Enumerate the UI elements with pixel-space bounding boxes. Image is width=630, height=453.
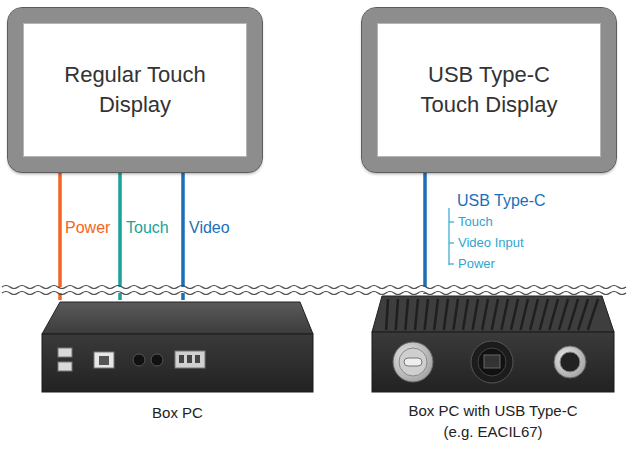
fin (434, 299, 438, 330)
fin (501, 299, 508, 330)
fin (473, 299, 478, 330)
device-label: Box PC with USB Type-C (e.g. EACIL67) (393, 400, 593, 442)
fin (540, 299, 548, 330)
break-wave (2, 286, 626, 289)
fin (521, 299, 528, 330)
signal-label: Touch (458, 214, 493, 230)
signal-label: Power (458, 256, 495, 272)
box-pc: Box PC (40, 300, 315, 448)
cable-line (423, 172, 427, 294)
fin (425, 299, 428, 330)
cable-line (181, 172, 185, 300)
cable-line (58, 172, 62, 300)
device-label: Box PC (78, 402, 278, 423)
fin (415, 299, 418, 330)
touch-display: Regular Touch Display (8, 8, 262, 172)
touch-display: USB Type-C Touch Display (362, 8, 616, 172)
fin (492, 299, 498, 330)
box-pc-right (372, 296, 614, 392)
fin (549, 299, 558, 330)
fin (511, 299, 518, 330)
fin (559, 299, 568, 330)
fin (482, 299, 488, 330)
break-wave (2, 292, 626, 295)
signal-label: Video Input (458, 235, 524, 251)
fin (463, 299, 468, 330)
cable-label: Power (64, 218, 111, 238)
fin (569, 299, 578, 330)
fin (405, 299, 408, 330)
cable-line (118, 172, 122, 300)
fin (386, 299, 388, 330)
cooling-fins (386, 299, 598, 330)
cable-label: Touch (125, 218, 170, 238)
fin (444, 299, 448, 330)
fin (453, 299, 458, 330)
cable-label: Video (188, 218, 231, 238)
cable-label: USB Type-C (456, 191, 547, 211)
fin (578, 299, 588, 330)
fin (396, 299, 398, 330)
display-label: Regular Touch Display (50, 60, 220, 120)
fin (530, 299, 538, 330)
box-pc: Box PC with USB Type-C (e.g. EACIL67) (368, 294, 618, 450)
display-label: USB Type-C Touch Display (404, 60, 574, 120)
usb-bracket (449, 208, 454, 265)
box-pc-left (42, 302, 313, 392)
fin (588, 299, 598, 330)
